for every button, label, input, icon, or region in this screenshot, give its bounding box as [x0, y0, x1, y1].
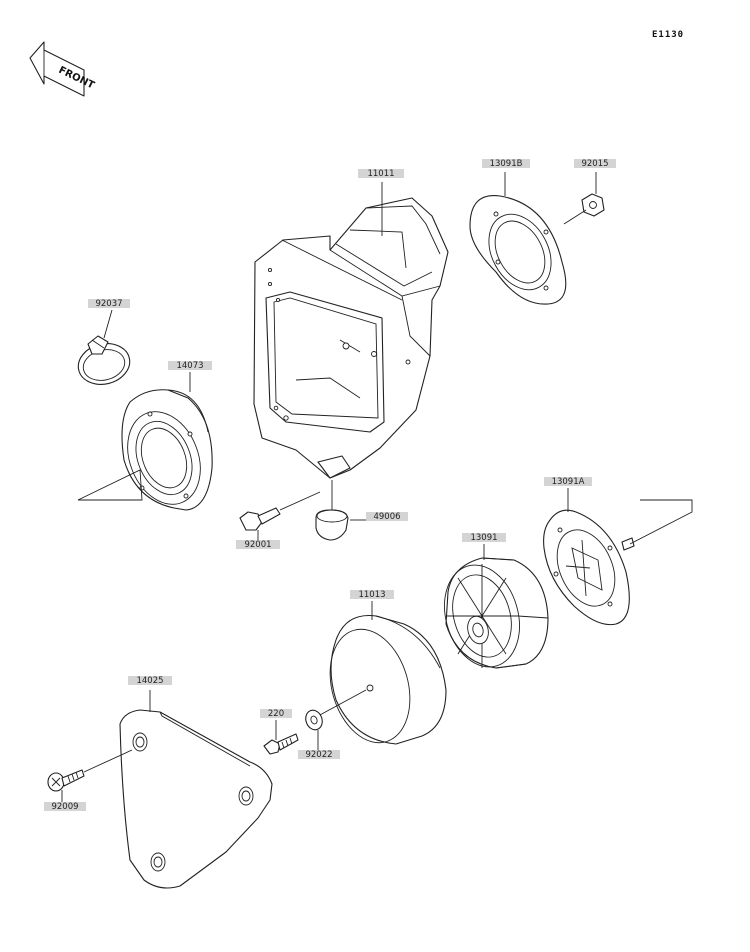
tag-92015: [574, 159, 616, 168]
part-cap-49006: [315, 509, 349, 541]
tag-13091a: [544, 477, 592, 486]
label-92009: 92009: [51, 802, 78, 812]
tag-92009: [44, 802, 86, 811]
tag-92001: [236, 540, 280, 549]
leader-11013-axis: [317, 689, 367, 717]
leader-92037: [103, 309, 113, 339]
leader-92009-axis: [83, 749, 133, 773]
label-92022: 92022: [305, 750, 332, 760]
part-air-box-housing: [253, 197, 449, 479]
part-back-plate-13091a: [543, 509, 635, 626]
tag-13091: [462, 533, 506, 542]
part-filter-cage-13091: [444, 557, 549, 669]
front-direction-arrow: FRONT: [29, 41, 96, 97]
part-washer-92022: [305, 709, 323, 731]
label-11011: 11011: [367, 169, 394, 179]
part-bolt-92001: [239, 507, 281, 531]
label-13091b: 13091B: [490, 159, 523, 169]
part-duct-14073: [121, 389, 213, 511]
label-11013: 11013: [358, 590, 385, 600]
part-nut-92015: [581, 193, 605, 217]
tag-92037: [88, 299, 130, 308]
leader-92001-axis: [279, 491, 321, 511]
tag-49006: [366, 512, 408, 521]
label-13091: 13091: [470, 533, 497, 543]
tag-14025: [128, 676, 172, 685]
label-13091a: 13091A: [552, 477, 585, 487]
label-14073: 14073: [176, 361, 203, 371]
leader-92015-axis: [563, 209, 587, 225]
leader-14073-axis: [77, 469, 143, 501]
part-cover-14025: [119, 709, 273, 889]
part-screw-92009: [47, 769, 85, 792]
label-49006: 49006: [373, 512, 400, 522]
label-92037: 92037: [95, 299, 122, 309]
tag-14073: [168, 361, 212, 370]
tag-13091b: [482, 159, 530, 168]
label-220: 220: [268, 709, 284, 719]
label-92001: 92001: [244, 540, 271, 550]
tag-92022: [298, 750, 340, 759]
part-plate-13091b: [469, 195, 567, 305]
part-filter-element-11013: [329, 614, 447, 745]
tag-11013: [350, 590, 394, 599]
leader-13091a-axis: [629, 499, 693, 545]
diagram-code: E1130: [652, 30, 684, 40]
tag-220: [260, 709, 292, 718]
label-14025: 14025: [136, 676, 163, 686]
part-screw-220: [263, 733, 299, 755]
part-clamp-92037: [77, 335, 131, 385]
tag-11011: [358, 169, 404, 178]
label-92015: 92015: [581, 159, 608, 169]
